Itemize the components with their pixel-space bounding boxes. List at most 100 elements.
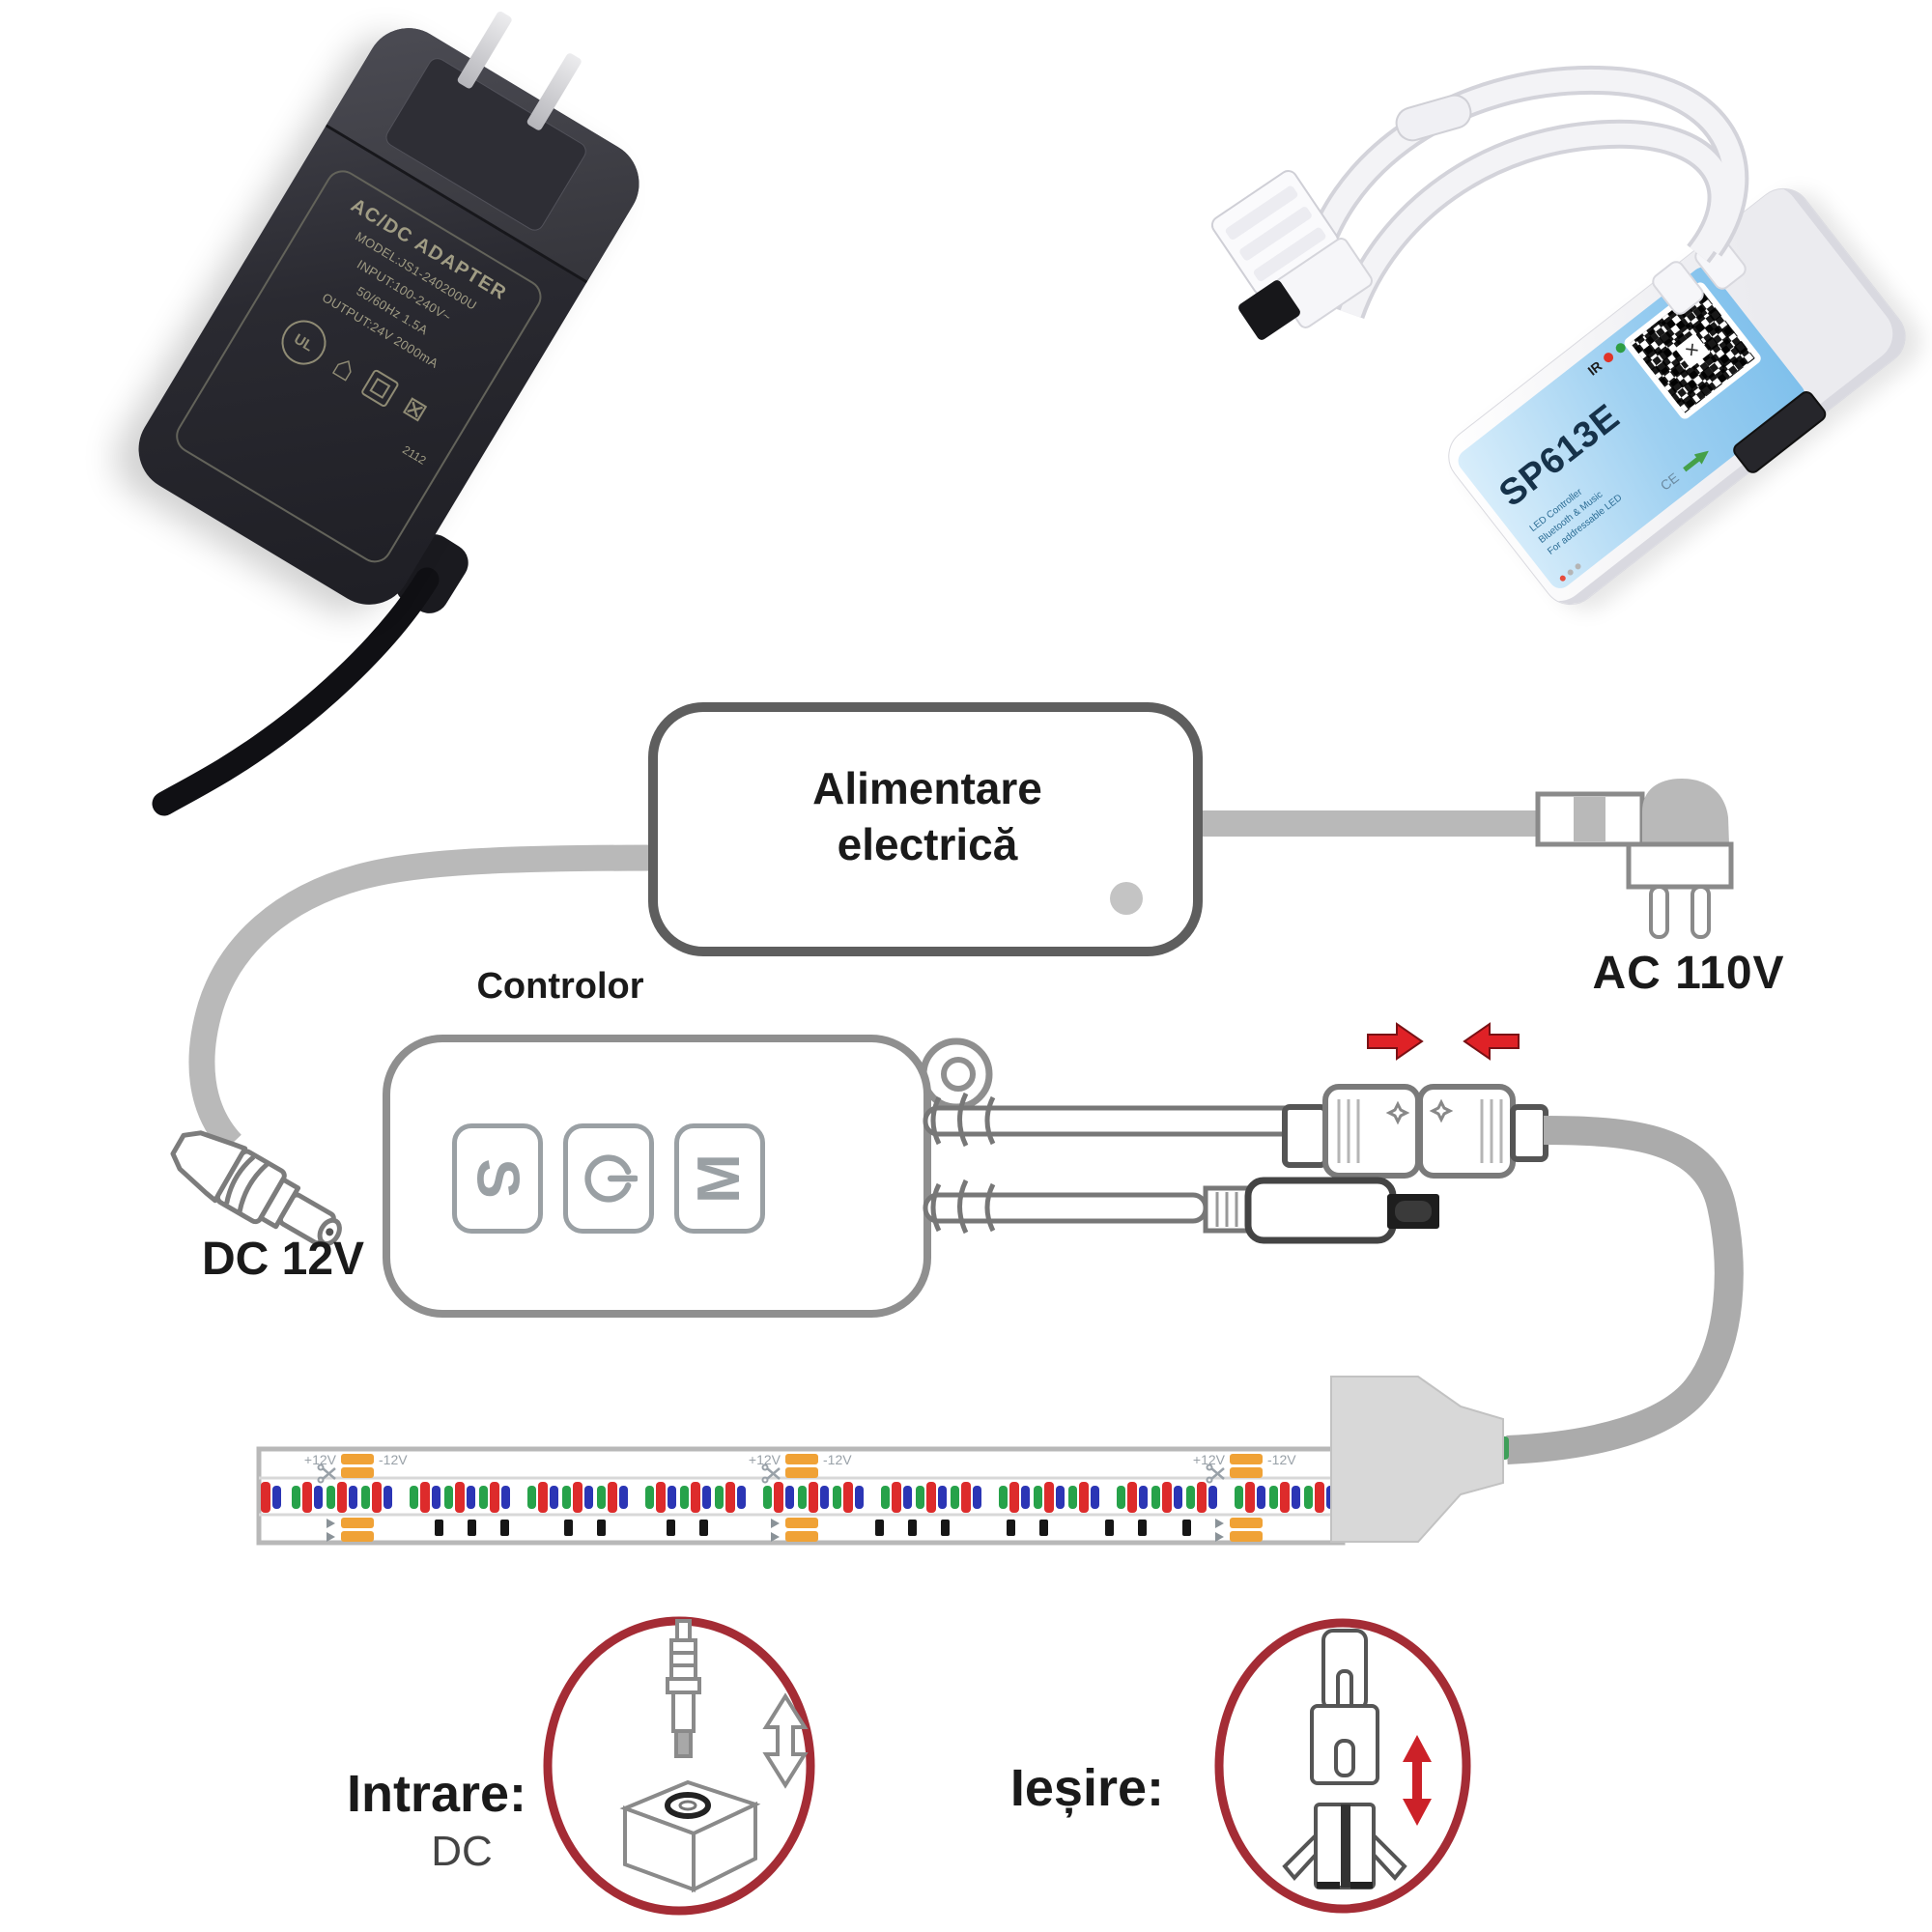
power-icon [584, 1154, 638, 1203]
strip-tick [875, 1520, 884, 1536]
led-chip [501, 1486, 510, 1509]
strip-tick [1039, 1520, 1048, 1536]
led-chip [903, 1486, 912, 1509]
updown-arrow-outline-icon [762, 1692, 809, 1789]
led-chip [349, 1486, 357, 1509]
led-chip [1186, 1486, 1195, 1509]
qr-logo: ✕ [1674, 332, 1711, 369]
strip-tick [564, 1520, 573, 1536]
strip-feed-cable [1506, 1116, 1744, 1464]
led-chip [1315, 1482, 1324, 1513]
dc-connector-pair [1282, 1084, 1548, 1179]
mounting-hole [941, 1057, 976, 1092]
led-chip [608, 1482, 617, 1513]
cut-mark-icon [317, 1463, 325, 1471]
strip-tick [1138, 1520, 1147, 1536]
strip-tick [468, 1520, 476, 1536]
output-label: Ieșire: [1009, 1759, 1164, 1817]
pad-arrow-icon [327, 1532, 335, 1542]
copper-pad [341, 1531, 374, 1542]
led-chip [1151, 1486, 1160, 1509]
led-chip [1056, 1486, 1065, 1509]
four-pin-connector [1203, 1177, 1439, 1244]
copper-pad [1230, 1518, 1263, 1528]
led-chip [584, 1486, 593, 1509]
strip-minus-label: -12V [379, 1452, 408, 1467]
led-chip [1174, 1486, 1182, 1509]
led-chip [1162, 1482, 1172, 1513]
adapter-code: 2112 [400, 442, 429, 469]
led-chip [619, 1486, 628, 1509]
copper-pad [785, 1467, 818, 1478]
strip-tick [500, 1520, 509, 1536]
led-chip [597, 1486, 606, 1509]
cut-mark-icon [766, 1467, 781, 1480]
led-chip [490, 1482, 499, 1513]
ac-voltage-label: AC 110V [1592, 948, 1785, 999]
label-mini-dots [1558, 562, 1582, 582]
dc-voltage-label: DC 12V [201, 1234, 365, 1285]
led-chip [550, 1486, 558, 1509]
ac-plug [1535, 779, 1734, 939]
copper-pad [341, 1454, 374, 1464]
strip-tick [1007, 1520, 1015, 1536]
led-chip [1269, 1486, 1278, 1509]
led-chip [809, 1482, 818, 1513]
cut-mark-icon [322, 1467, 336, 1480]
pad-arrow-icon [327, 1519, 335, 1528]
strip-plus-label: +12V [304, 1452, 337, 1467]
strip-tick [435, 1520, 443, 1536]
led-chip [1280, 1482, 1290, 1513]
input-label: Intrare: [346, 1765, 526, 1823]
led-chip [820, 1486, 829, 1509]
weee-bin-icon: ⊠ [397, 390, 433, 428]
input-callout [543, 1616, 815, 1916]
led-chip [562, 1486, 571, 1509]
power-adapter-photo: AC/DC ADAPTER MODEL:JS1-2402000U INPUT:1… [123, 10, 782, 821]
led-chip [327, 1486, 335, 1509]
strip-plus-label: +12V [1193, 1452, 1226, 1467]
green-arrow-icon [1681, 445, 1713, 474]
controller-box [383, 1035, 993, 1318]
led-chip [645, 1486, 654, 1509]
controller-label: Controlor [476, 966, 644, 1007]
led-chip [843, 1482, 853, 1513]
led-chip [725, 1482, 735, 1513]
led-chip [715, 1486, 724, 1509]
led-chip [272, 1486, 281, 1509]
strip-tick [941, 1520, 950, 1536]
cut-mark-icon [1210, 1467, 1225, 1480]
screw-mark-icon [1385, 1100, 1410, 1125]
led-chip [1304, 1486, 1313, 1509]
power-box-label: Alimentare electrică [812, 763, 1042, 869]
led-chip [372, 1482, 382, 1513]
led-chip [1245, 1482, 1255, 1513]
power-box-left-cable [188, 844, 668, 1153]
copper-pad [341, 1467, 374, 1478]
led-chip [573, 1482, 582, 1513]
strip-tick [908, 1520, 917, 1536]
updown-arrow-red-icon [1403, 1735, 1432, 1826]
led-chip [938, 1486, 947, 1509]
cut-mark-icon [761, 1463, 769, 1471]
pad-arrow-icon [771, 1519, 780, 1528]
led-chip [1034, 1486, 1042, 1509]
led-chip [1292, 1486, 1300, 1509]
led-chip [361, 1486, 370, 1509]
class2-icon [359, 368, 400, 409]
output-callout [1214, 1618, 1471, 1914]
strip-tick [667, 1520, 675, 1536]
led-chip [1208, 1486, 1217, 1509]
led-chip [538, 1482, 548, 1513]
led-chip [737, 1486, 746, 1509]
led-strip-decor: +12V-12V+12V-12V+12V-12V [261, 1452, 1335, 1542]
led-chip [444, 1486, 453, 1509]
led-chip [432, 1486, 440, 1509]
led-chip [668, 1486, 676, 1509]
led-chip [785, 1486, 794, 1509]
cut-mark-icon [1206, 1463, 1213, 1471]
led-chip [916, 1486, 924, 1509]
led-chip [702, 1486, 711, 1509]
